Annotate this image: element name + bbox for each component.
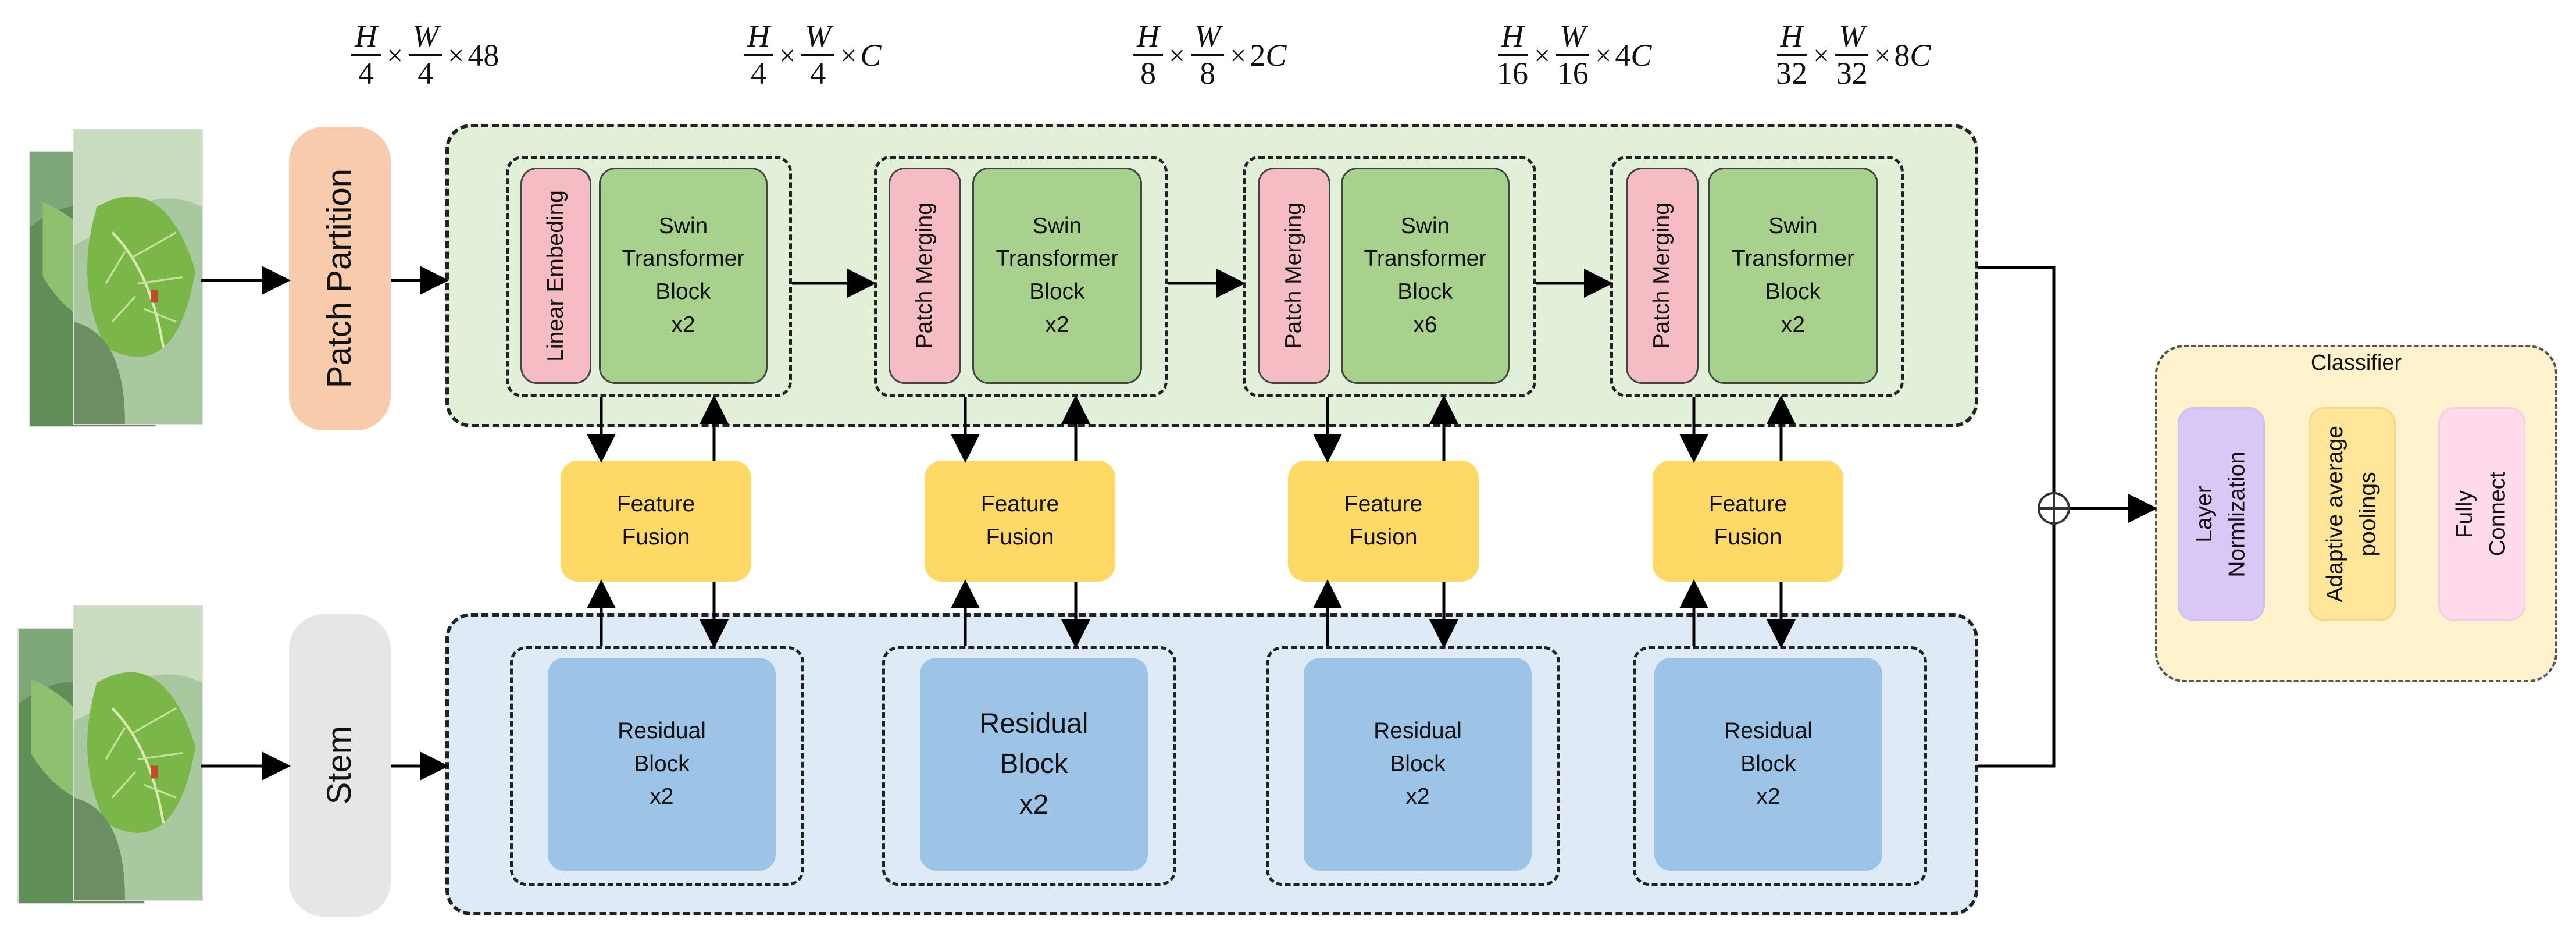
patch-partition-block: Patch Partition xyxy=(289,127,391,430)
residual-stage-2 xyxy=(882,646,1176,886)
patch-merging-block-3: Patch Merging xyxy=(1626,168,1699,384)
residual-stage-3 xyxy=(1266,646,1560,886)
sum-node-icon xyxy=(2038,492,2070,525)
patch-merging-block-1: Patch Merging xyxy=(889,168,961,384)
line-swin-to-sum xyxy=(1978,266,2056,493)
leaf-image-icon xyxy=(74,606,202,900)
patch-merging-block-2: Patch Merging xyxy=(1258,168,1330,384)
input-image-front-top xyxy=(73,129,203,425)
line-cnn-to-sum xyxy=(1978,523,2056,768)
stem-block: Stem xyxy=(289,614,391,917)
input-image-front-bottom xyxy=(73,605,203,901)
residual-stage-1 xyxy=(510,646,804,886)
swin-stage-1 xyxy=(506,156,792,397)
leaf-image-icon xyxy=(74,130,202,424)
classifier-title: Classifier xyxy=(2310,351,2402,375)
linear-embedding-block: Linear Embeding xyxy=(520,168,591,384)
